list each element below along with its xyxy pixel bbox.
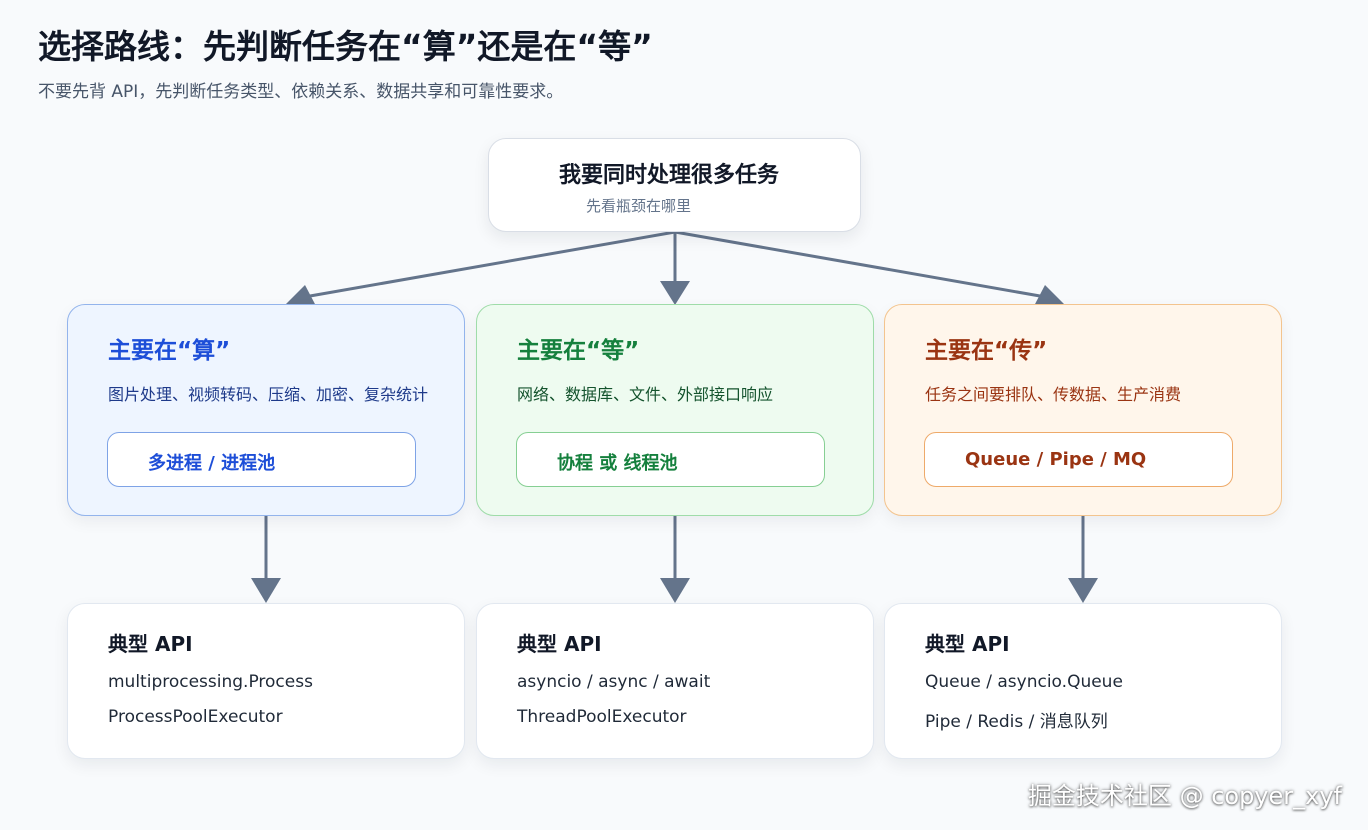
category-compute-desc: 图片处理、视频转码、压缩、加密、复杂统计 — [108, 385, 429, 404]
wait-solution-pill: 协程 或 线程池 — [516, 432, 825, 487]
arrowhead-compute — [286, 285, 316, 306]
arrowhead-compute-api — [251, 578, 281, 603]
api-wait-line: ThreadPoolExecutor — [517, 707, 687, 727]
category-wait-desc: 网络、数据库、文件、外部接口响应 — [517, 385, 774, 404]
api-transfer-title: 典型 API — [925, 632, 1010, 656]
arrowhead-wait — [660, 281, 690, 305]
category-transfer-title: 主要在“传” — [925, 338, 1048, 364]
api-compute-title: 典型 API — [108, 632, 193, 656]
page-subtitle: 不要先背 API，先判断任务类型、依赖关系、数据共享和可靠性要求。 — [38, 82, 564, 102]
api-wait-title: 典型 API — [517, 632, 602, 656]
root-node: 我要同时处理很多任务 先看瓶颈在哪里 — [488, 138, 861, 232]
api-compute-line: ProcessPoolExecutor — [108, 707, 283, 727]
category-compute-title: 主要在“算” — [108, 338, 231, 364]
root-subtitle: 先看瓶颈在哪里 — [586, 197, 692, 215]
page-title: 选择路线：先判断任务在“算”还是在“等” — [38, 27, 653, 66]
wait-solution-label: 协程 或 线程池 — [557, 453, 678, 474]
arrow-root-to-compute — [309, 230, 676, 298]
api-compute-card: 典型 API multiprocessing.Process ProcessPo… — [67, 603, 465, 759]
category-wait-card: 主要在“等” 网络、数据库、文件、外部接口响应 协程 或 线程池 — [476, 304, 874, 516]
api-transfer-card: 典型 API Queue / asyncio.Queue Pipe / Redi… — [884, 603, 1282, 759]
api-wait-card: 典型 API asyncio / async / await ThreadPoo… — [476, 603, 874, 759]
category-transfer-card: 主要在“传” 任务之间要排队、传数据、生产消费 Queue / Pipe / M… — [884, 304, 1282, 516]
arrowhead-transfer — [1034, 285, 1064, 306]
arrow-root-to-transfer — [674, 230, 1041, 298]
category-transfer-desc: 任务之间要排队、传数据、生产消费 — [925, 385, 1182, 404]
root-title: 我要同时处理很多任务 — [559, 163, 780, 188]
api-transfer-line: Pipe / Redis / 消息队列 — [925, 712, 1108, 732]
compute-solution-label: 多进程 / 进程池 — [148, 453, 276, 474]
watermark: 掘金技术社区 @ copyer_xyf — [1027, 782, 1342, 810]
arrowhead-wait-api — [660, 578, 690, 603]
api-transfer-line: Queue / asyncio.Queue — [925, 672, 1123, 692]
transfer-solution-label: Queue / Pipe / MQ — [965, 449, 1147, 470]
compute-solution-pill: 多进程 / 进程池 — [107, 432, 416, 487]
api-wait-line: asyncio / async / await — [517, 672, 711, 692]
category-compute-card: 主要在“算” 图片处理、视频转码、压缩、加密、复杂统计 多进程 / 进程池 — [67, 304, 465, 516]
transfer-solution-pill: Queue / Pipe / MQ — [924, 432, 1233, 487]
category-wait-title: 主要在“等” — [517, 338, 640, 364]
api-compute-line: multiprocessing.Process — [108, 672, 313, 692]
arrowhead-transfer-api — [1068, 578, 1098, 603]
